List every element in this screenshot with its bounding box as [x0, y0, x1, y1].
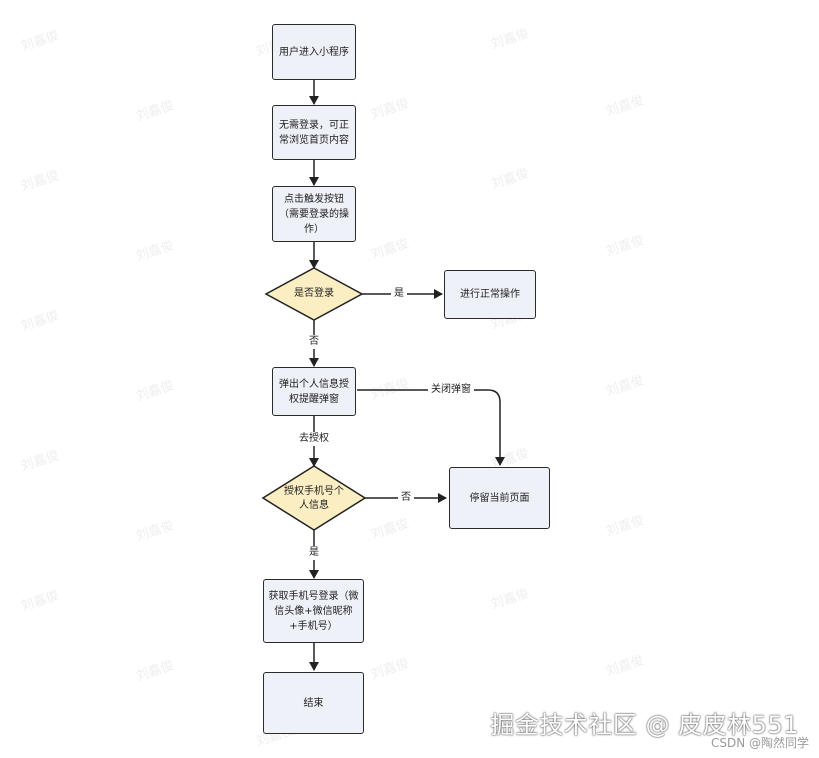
node-get-phone-login-label: 获取手机号登录（微信头像+微信昵称+手机号） — [268, 590, 359, 632]
node-normal-operation-label: 进行正常操作 — [460, 289, 520, 300]
edge-label-go-authorize: 去授权 — [296, 432, 332, 446]
node-click-trigger-label: 点击触发按钮（需要登录的操作） — [279, 193, 349, 235]
node-stay-page-label: 停留当前页面 — [469, 492, 530, 504]
node-browse-home-label: 无需登录，可正常浏览首页内容 — [279, 119, 349, 146]
node-enter-miniprogram-label: 用户进入小程序 — [279, 46, 349, 58]
node-normal-operation: 进行正常操作 — [444, 270, 536, 319]
decision-authorize-label: 授权手机号个人信息 — [284, 486, 344, 511]
node-end-label: 结束 — [303, 697, 324, 709]
decision-login-shape — [264, 267, 364, 321]
decision-login-label: 是否登录 — [294, 288, 334, 299]
decision-authorize-shape — [261, 465, 367, 531]
edge-label-close-popup: 关闭弹窗 — [428, 383, 474, 397]
node-get-phone-login: 获取手机号登录（微信头像+微信昵称+手机号） — [263, 579, 364, 643]
edge-label-no-2: 否 — [398, 491, 414, 505]
edge-label-yes-1: 是 — [391, 287, 407, 301]
node-stay-page: 停留当前页面 — [449, 467, 550, 529]
arrow-close-to-stay — [357, 389, 505, 466]
node-auth-popup-label: 弹出个人信息授权提醒弹窗 — [279, 378, 349, 405]
edge-label-no-1: 否 — [306, 335, 322, 349]
footer-site-watermark: 掘金技术社区 @ 皮皮林551 — [490, 711, 799, 739]
edge-label-yes-2: 是 — [306, 546, 322, 560]
node-enter-miniprogram: 用户进入小程序 — [272, 24, 356, 80]
footer-csdn-credit: CSDN @陶然同学 — [710, 736, 809, 750]
node-end: 结束 — [263, 672, 364, 734]
node-auth-popup: 弹出个人信息授权提醒弹窗 — [272, 367, 356, 416]
node-click-trigger: 点击触发按钮（需要登录的操作） — [272, 186, 356, 242]
node-browse-home: 无需登录，可正常浏览首页内容 — [272, 105, 356, 160]
